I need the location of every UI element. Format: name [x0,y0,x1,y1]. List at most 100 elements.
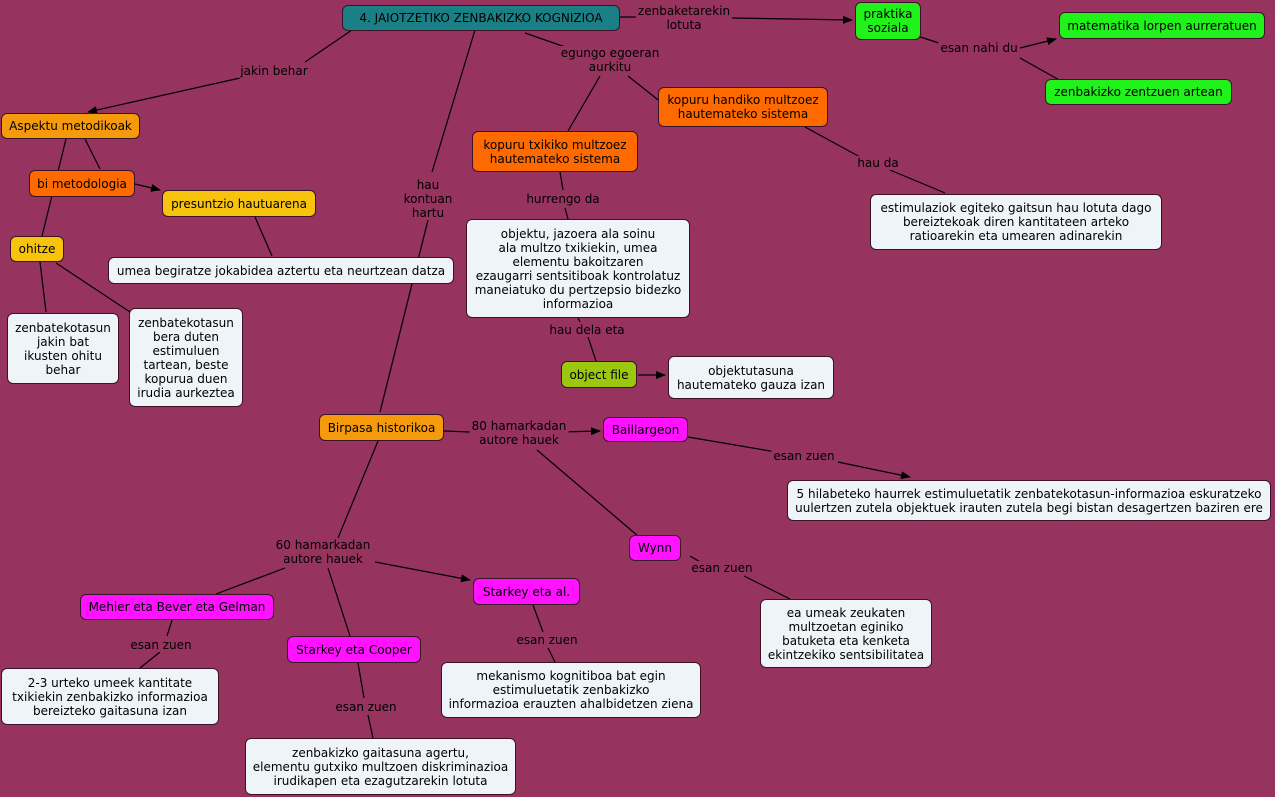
node-mekanismo[interactable]: mekanismo kognitiboa bat egin estimuluet… [441,662,701,718]
node-objektu[interactable]: objektu, jazoera ala soinu ala multzo tx… [466,219,690,318]
label-jakin-behar: jakin behar [238,64,310,78]
node-starkey-al[interactable]: Starkey eta al. [473,578,580,605]
edge-egungo-txiki [567,75,601,132]
node-aspektu-metodikoak[interactable]: Aspektu metodikoak [1,113,140,139]
label-zenbaketarekin-lotuta: zenbaketarekin lotuta [635,4,733,32]
node-zenbatekotasun-1[interactable]: zenbatekotasun jakin bat ikusten ohitu b… [7,313,119,384]
edge-root-egungo [524,32,569,49]
edge-ohitze-z1 [39,261,47,313]
edge-presuntzio-umea [254,216,273,257]
node-baillargeon-text: Baillargeon [611,422,680,437]
node-objektutasuna[interactable]: objektutasuna hautemateko gauza izan [668,356,834,399]
edge-txiki-hurrengo [559,171,564,191]
node-root-text: 4. JAIOTZETIKO ZENBAKIZKO KOGNIZIOA [359,11,603,25]
node-gaitasuna-text: zenbakizko gaitasuna agertu, elementu gu… [252,745,509,788]
edge-haukontuan-birpasa [379,219,429,413]
edge-bi-presuntzio [134,183,161,192]
node-birpasa-historikoa[interactable]: Birpasa historikoa [319,414,444,441]
node-hilabete[interactable]: 5 hilabeteko haurrek estimuluetatik zenb… [787,480,1271,521]
node-zentzuen[interactable]: zenbakizko zentzuen artean [1045,79,1232,105]
node-object-file[interactable]: object file [561,361,637,388]
node-z1-text: zenbatekotasun jakin bat ikusten ohitu b… [15,320,111,377]
node-umea-begiratze[interactable]: umea begiratze jokabidea aztertu eta neu… [108,257,454,284]
edge-esannahi-matematika [1019,37,1057,49]
node-presuntzio-text: presuntzio hautuarena [171,196,307,211]
edge-esanzuen-gaitasuna [367,714,374,739]
node-ohitze[interactable]: ohitze [10,236,64,262]
node-wynn-text: Wynn [638,541,672,555]
edge-esanzuen-hilabete [837,461,911,480]
node-objektu-text: objektu, jazoera ala soinu ala multzo tx… [474,226,682,311]
edge-haudelaeta-objectfile [587,336,597,362]
node-praktika-text: praktika soziala [863,7,913,35]
edge-objektu-haudelaeta [577,317,581,323]
edge-birpasa-80 [443,430,471,433]
edge-esanzuen-eaumeak [743,575,791,600]
node-zentzuen-text: zenbakizko zentzuen artean [1054,85,1223,99]
edge-60-cooper [327,567,351,637]
node-praktika-soziala[interactable]: praktika soziala [855,2,921,40]
edge-hurrengo-objektu [564,207,569,220]
node-ohitze-text: ohitze [18,242,56,256]
node-urteko[interactable]: 2-3 urteko umeek kantitate txikiekin zen… [1,668,219,725]
node-eaumeak-text: ea umeak zeukaten multzoetan eginiko bat… [767,605,925,662]
edge-root-praktika-arrow [731,15,853,24]
node-gaitasuna[interactable]: zenbakizko gaitasuna agertu, elementu gu… [245,738,516,795]
edge-80-wynn [536,449,639,537]
label-esan-zuen-baillargeon: esan zuen [771,449,837,463]
edge-aspektu-bi [84,138,101,170]
node-objectfile-text: object file [569,367,629,382]
label-hau-da: hau da [855,156,901,170]
node-birpasa-text: Birpasa historikoa [327,420,436,435]
node-starkey-cooper[interactable]: Starkey eta Cooper [287,636,421,663]
node-ea-umeak[interactable]: ea umeak zeukaten multzoetan eginiko bat… [760,599,932,668]
label-hau-kontuan-hartu: hau kontuan hartu [401,178,455,220]
node-hilabete-text: 5 hilabeteko haurrek estimuluetatik zenb… [795,486,1263,515]
label-80-hamarkadan: 80 hamarkadan autore hauek [469,419,569,447]
label-60-hamarkadan: 60 hamarkadan autore hauek [273,538,373,566]
node-aspektu-text: Aspektu metodikoak [9,119,132,133]
edge-baillargeon-esanzuen [687,436,777,453]
node-zenbatekotasun-2[interactable]: zenbatekotasun bera duten estimuluen tar… [129,308,243,407]
node-root[interactable]: 4. JAIOTZETIKO ZENBAKIZKO KOGNIZIOA [342,5,620,31]
node-starkeyal-text: Starkey eta al. [482,584,571,599]
node-umea-text: umea begiratze jokabidea aztertu eta neu… [116,263,446,278]
node-kopuru-txiki[interactable]: kopuru txikiko multzoez hautemateko sist… [472,131,638,172]
node-baillargeon[interactable]: Baillargeon [603,417,688,442]
edge-esanzuen-urteko [139,651,161,669]
label-esan-zuen-cooper: esan zuen [333,700,399,714]
node-mekanismo-text: mekanismo kognitiboa bat egin estimuluet… [448,669,694,711]
node-objektutasuna-text: objektutasuna hautemateko gauza izan [676,363,826,392]
label-hurrengo-da: hurrengo da [524,192,602,206]
label-egungo-egoeran: egungo egoeran aurkitu [558,46,662,74]
node-mehler-text: Mehier eta Bever eta Gelman [88,600,266,614]
edge-jakinbehar-aspektu [87,77,241,114]
node-mehler[interactable]: Mehier eta Bever eta Gelman [80,594,274,620]
node-bi-metodologia[interactable]: bi metodologia [29,170,135,197]
label-esan-nahi-du: esan nahi du [938,41,1020,55]
edge-ohitze-z2 [55,262,131,313]
node-presuntzio[interactable]: presuntzio hautuarena [162,190,316,217]
edge-root-haukontuan [431,29,476,173]
label-esan-zuen-mehler: esan zuen [128,638,194,652]
edge-birpasa-60 [337,440,379,539]
label-esan-zuen-wynn: esan zuen [689,561,755,575]
node-urteko-text: 2-3 urteko umeek kantitate txikiekin zen… [12,675,208,718]
edge-mehler-esanzuen [166,619,173,637]
edge-egungo-handi [627,75,663,104]
node-handi-text: kopuru handiko multzoez hautemateko sist… [667,93,819,121]
node-estimulazio[interactable]: estimulaziok egiteko gaitsun hau lotuta … [870,194,1162,250]
node-z2-text: zenbatekotasun bera duten estimuluen tar… [137,315,235,400]
node-matematika-text: matematika lorpen aurreratuen [1067,18,1257,33]
node-txiki-text: kopuru txikiko multzoez hautemateko sist… [483,137,627,166]
edge-hauda-estimulazio [889,169,946,194]
node-kopuru-handi[interactable]: kopuru handiko multzoez hautemateko sist… [658,87,828,127]
label-esan-zuen-starkey-al: esan zuen [514,633,580,647]
edge-60-mehler [215,567,286,595]
node-wynn[interactable]: Wynn [629,535,681,561]
node-matematika[interactable]: matematika lorpen aurreratuen [1059,12,1265,39]
edge-esanzuen-mekanismo [547,647,556,663]
edge-handi-hauda [804,126,861,158]
